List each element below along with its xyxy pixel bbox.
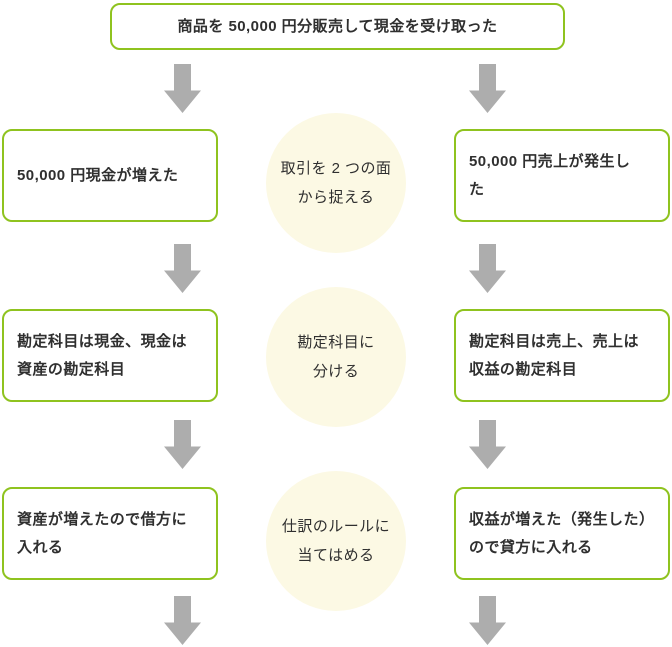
step1-right-box: 50,000 円売上が発生し た [454,129,670,222]
step2-left-box: 勘定科目は現金、現金は 資産の勘定科目 [2,309,218,402]
down-arrow-icon [164,596,201,645]
step3-left-box: 資産が増えたので借方に 入れる [2,487,218,580]
step2-label-circle: 勘定科目に 分ける [266,287,406,427]
step1-label-circle: 取引を 2 つの面 から捉える [266,113,406,253]
step3-right-box: 収益が増えた（発生した） ので貸方に入れる [454,487,670,580]
down-arrow-icon [469,420,506,469]
transaction-statement-box: 商品を 50,000 円分販売して現金を受け取った [110,3,565,50]
down-arrow-icon [469,244,506,293]
down-arrow-icon [164,244,201,293]
down-arrow-icon [469,64,506,113]
step2-right-box: 勘定科目は売上、売上は 収益の勘定科目 [454,309,670,402]
down-arrow-icon [469,596,506,645]
step3-label-circle: 仕訳のルールに 当てはめる [266,471,406,611]
down-arrow-icon [164,64,201,113]
down-arrow-icon [164,420,201,469]
step1-left-box: 50,000 円現金が増えた [2,129,218,222]
